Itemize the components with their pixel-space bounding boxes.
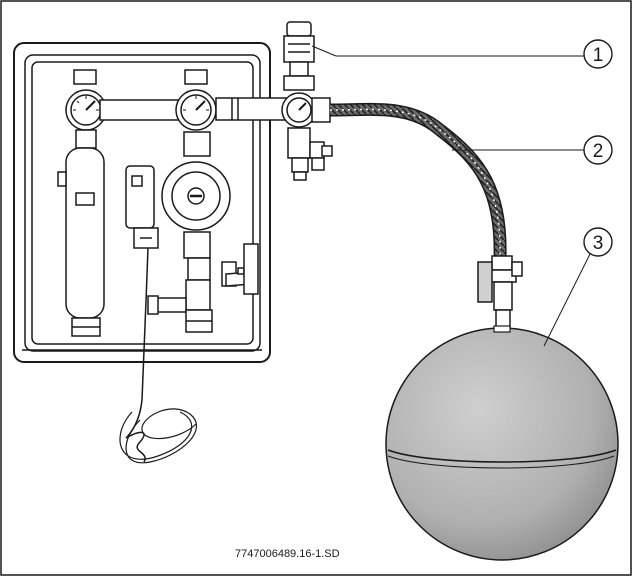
return-pipe-column: [57, 129, 105, 337]
figure-reference-code: 7747006489.16-1.SD: [235, 548, 340, 560]
expansion-vessel: [385, 325, 619, 561]
callout-2: 2: [452, 135, 613, 165]
lower-valve-assembly: [147, 231, 259, 333]
callout-3: 3: [543, 227, 613, 347]
callout-3-label: 3: [593, 233, 604, 254]
vessel-bracket: [477, 255, 523, 333]
callout-1: 1: [311, 39, 613, 69]
safety-group: [281, 21, 333, 181]
callout-1-label: 1: [593, 45, 604, 66]
callout-2-label: 2: [593, 141, 604, 162]
left-thermometer-gauge: [65, 69, 107, 131]
right-thermometer-gauge: [175, 69, 217, 131]
circulation-pump: [125, 131, 231, 249]
flow-pipe-to-safety-group: [215, 97, 287, 121]
cable-coil: [125, 408, 197, 464]
